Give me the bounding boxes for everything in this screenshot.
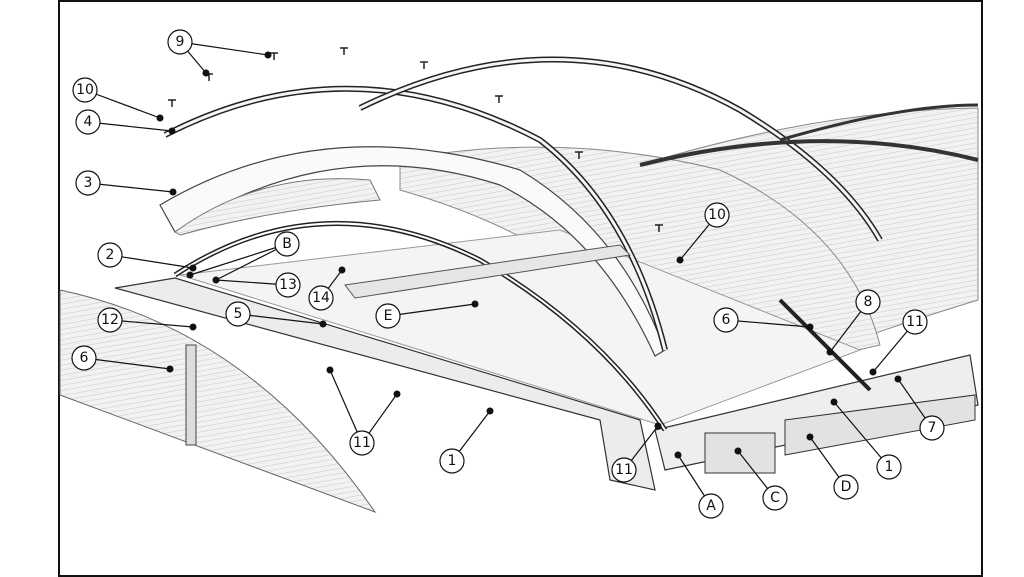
callout-label: 3	[84, 175, 93, 191]
base-block-d	[784, 394, 976, 456]
callout-label: 10	[76, 82, 94, 98]
callout-label: C	[770, 490, 780, 506]
callout-b: B	[274, 231, 300, 257]
callout-label: 4	[84, 114, 93, 130]
callout-label: 1	[885, 459, 894, 475]
callout-13: 13	[275, 272, 301, 298]
side-rail-left	[114, 277, 656, 491]
callout-label: 6	[80, 350, 89, 366]
end-panel-left	[59, 289, 377, 514]
callout-10-right: 10	[704, 202, 730, 228]
callout-label: 6	[722, 312, 731, 328]
callout-label: D	[841, 479, 852, 495]
callout-d: D	[833, 474, 859, 500]
callout-6-left: 6	[71, 345, 97, 371]
callout-label: 13	[279, 277, 297, 293]
callout-label: 5	[234, 306, 243, 322]
arch-profile-rear-inner	[359, 58, 882, 241]
roof-panel-3	[159, 146, 666, 357]
callout-labels: 9 10 4 3 2 B 13 14 12 5 6 E 11 1 10 6 8 …	[71, 29, 945, 519]
screws	[168, 47, 663, 232]
callout-label: A	[706, 498, 716, 514]
callout-label: E	[384, 308, 393, 324]
arch-profile-far-2	[779, 103, 979, 142]
callout-label: 11	[353, 435, 371, 451]
callout-label: 10	[708, 207, 726, 223]
callout-11-right: 11	[902, 309, 928, 335]
callout-9: 9	[167, 29, 193, 55]
callout-11-left: 11	[349, 430, 375, 456]
callout-14: 14	[308, 285, 334, 311]
callout-label: 9	[176, 34, 185, 50]
callout-label: 8	[864, 294, 873, 310]
callout-e: E	[375, 303, 401, 329]
callout-4: 4	[75, 109, 101, 135]
callout-1-left: 1	[439, 448, 465, 474]
arch-profile-4-inner	[164, 87, 667, 351]
cross-beam	[344, 244, 632, 299]
callout-1-right: 1	[876, 454, 902, 480]
callout-label: 11	[906, 314, 924, 330]
callout-12: 12	[97, 307, 123, 333]
callout-10: 10	[72, 77, 98, 103]
callout-11-bottom: 11	[611, 457, 637, 483]
end-arch-inner	[174, 222, 666, 431]
base-floor	[179, 229, 862, 426]
callout-label: 12	[101, 312, 119, 328]
right-profile-8	[778, 298, 872, 392]
callout-label: 14	[312, 290, 330, 306]
callout-label: 11	[615, 462, 633, 478]
callout-8: 8	[855, 289, 881, 315]
callout-2: 2	[97, 242, 123, 268]
callout-label: B	[282, 236, 292, 252]
callout-label: 2	[106, 247, 115, 263]
roof-panel-3-surface	[174, 178, 381, 236]
callout-3: 3	[75, 170, 101, 196]
callout-a: A	[698, 493, 724, 519]
callout-6-right: 6	[713, 307, 739, 333]
end-panel-joint	[185, 344, 197, 446]
callout-c: C	[762, 485, 788, 511]
callout-7: 7	[919, 415, 945, 441]
arch-profile-far	[639, 139, 979, 167]
callout-label: 1	[448, 453, 457, 469]
callout-5: 5	[225, 301, 251, 327]
callout-label: 7	[928, 420, 937, 436]
